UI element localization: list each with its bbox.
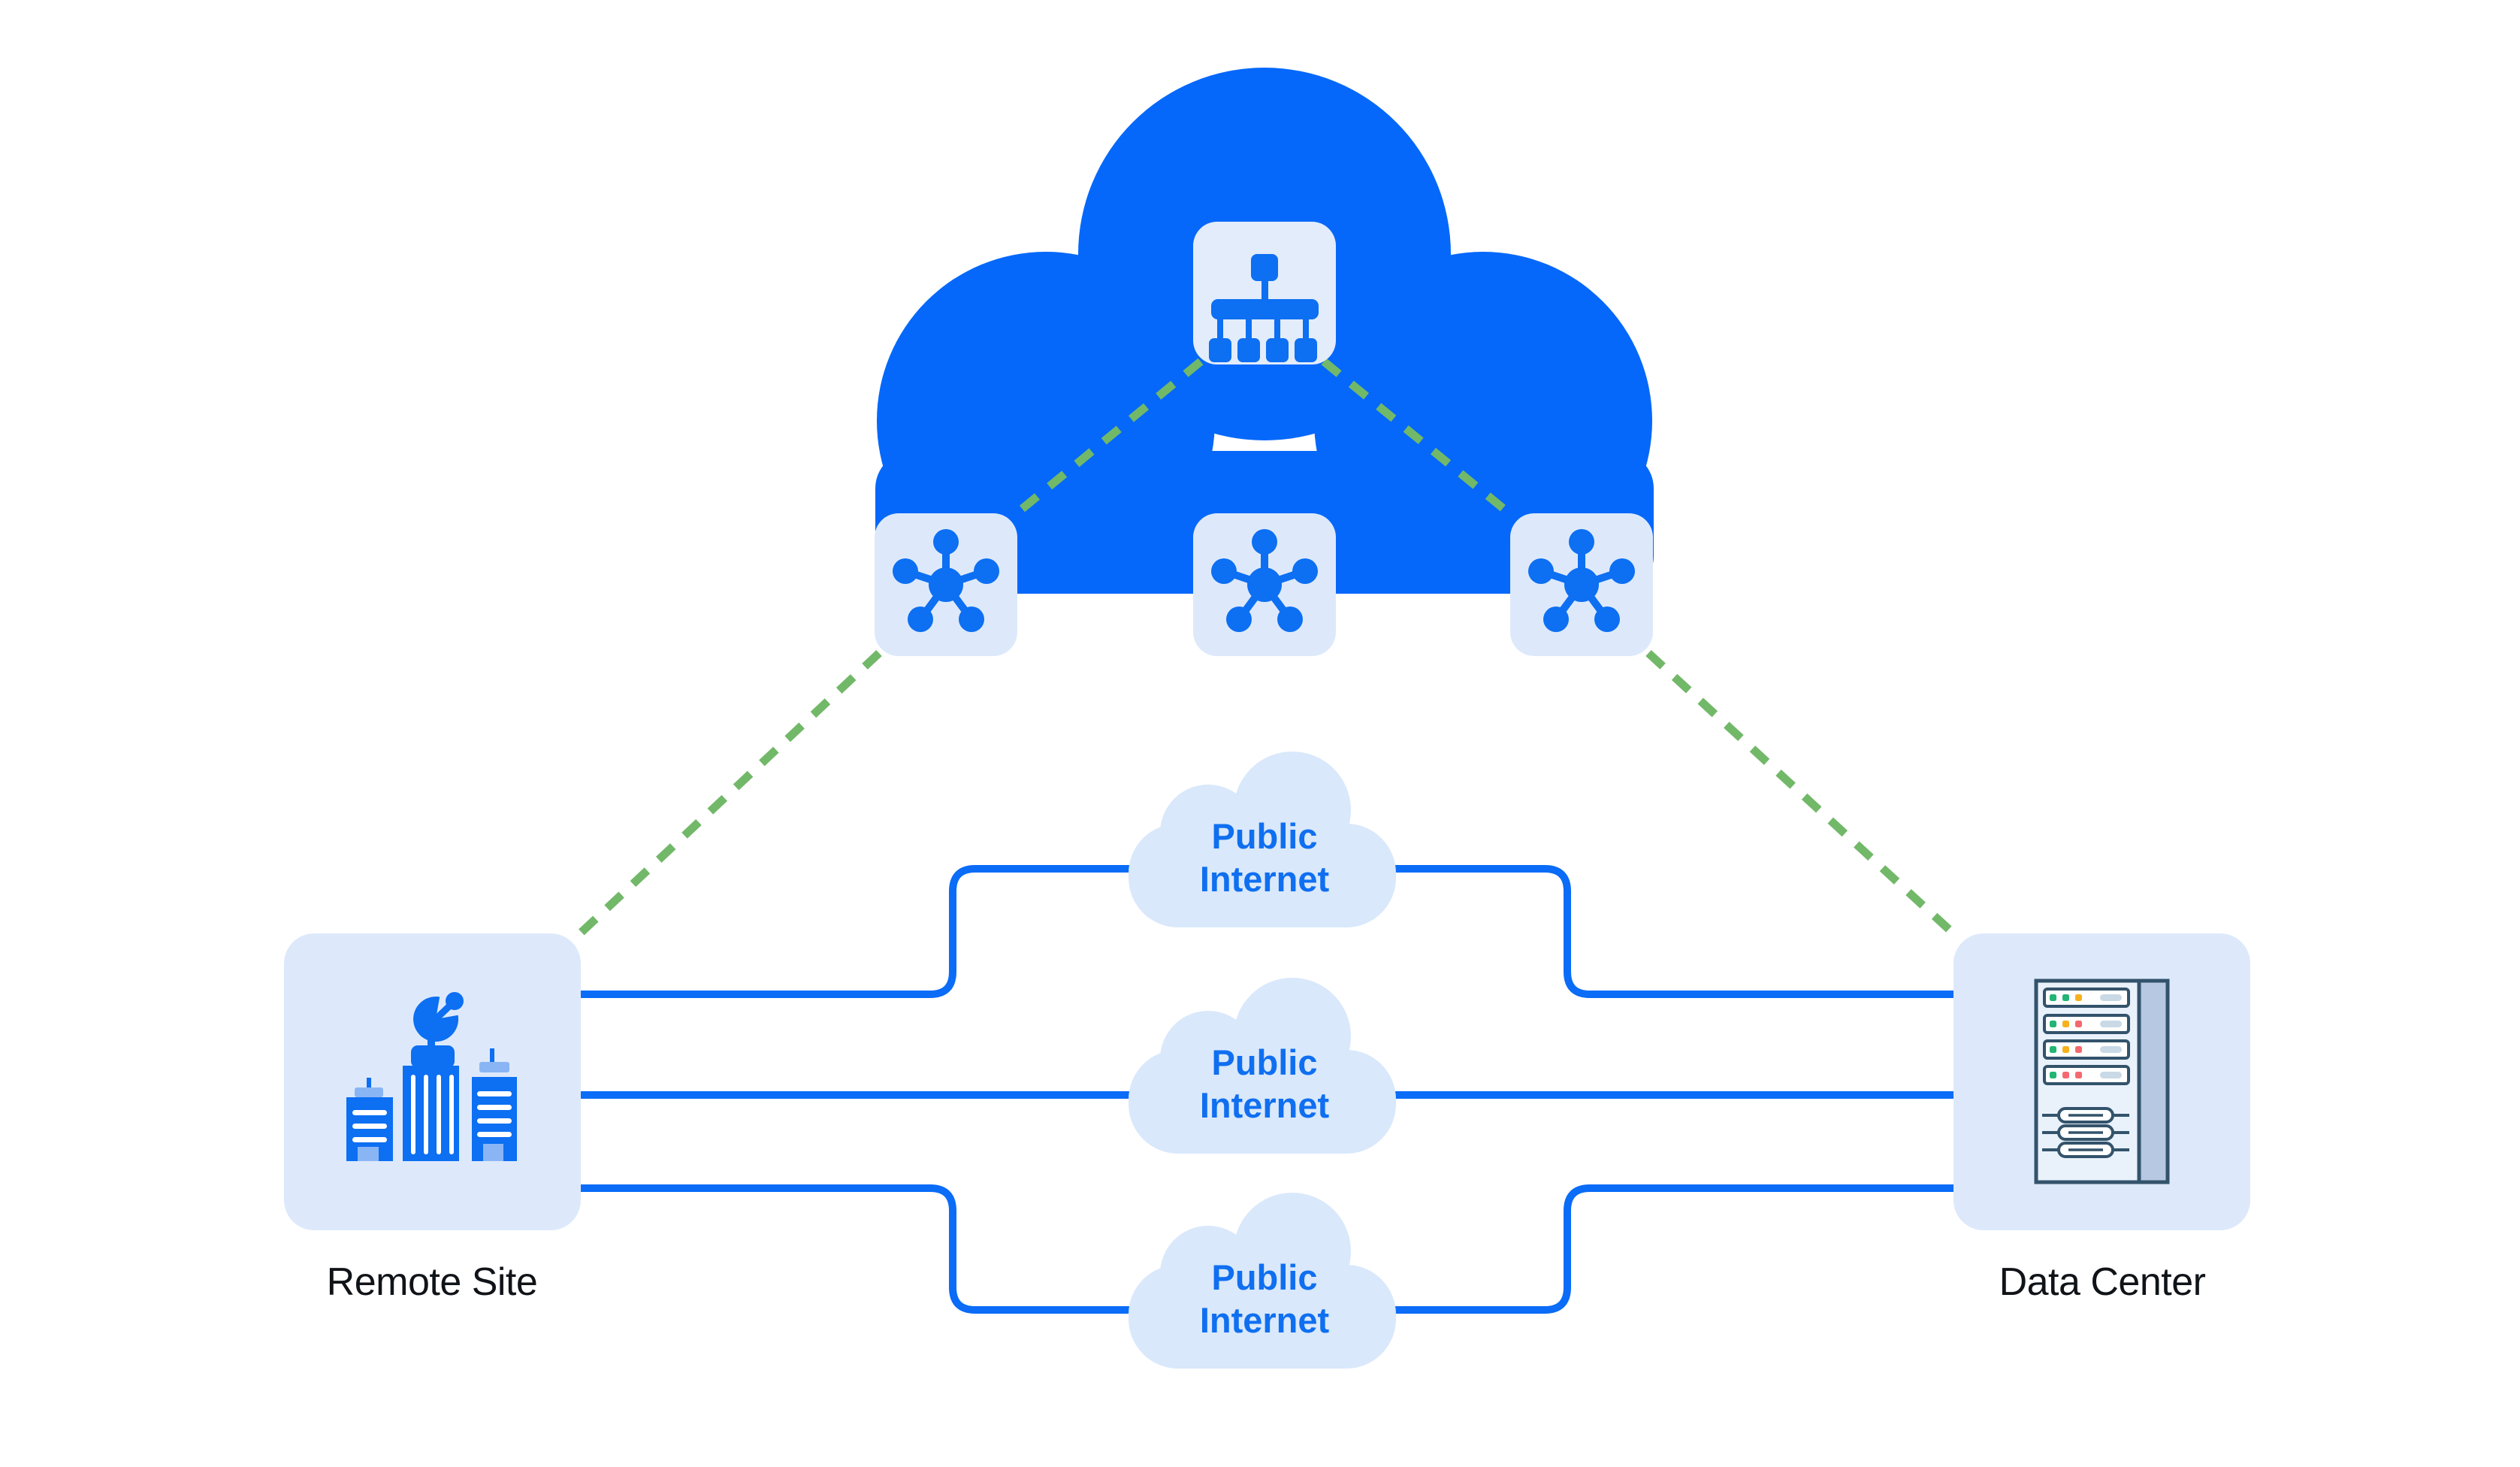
- hub-spoke-icon: [1211, 529, 1318, 632]
- data-center-box: [1953, 933, 2250, 1230]
- hub-node-right: [1510, 513, 1653, 656]
- public-internet-label-2: Public Internet: [1199, 1042, 1330, 1125]
- control-link-controller-hub-left: [1013, 358, 1204, 518]
- public-internet-cloud-3: [1129, 1193, 1396, 1369]
- public-internet-cloud-2: [1129, 978, 1396, 1154]
- control-link-hub-remote-site: [576, 649, 882, 939]
- control-link-controller-hub-right: [1321, 358, 1513, 518]
- data-center-label: Data Center: [1999, 1260, 2206, 1304]
- server-rack-icon: [2034, 979, 2170, 1184]
- server-leds: [2050, 994, 2082, 1078]
- remote-site-box: [284, 933, 581, 1230]
- network-tree-icon: [1209, 254, 1319, 362]
- hub-spoke-icon: [1528, 529, 1635, 632]
- public-internet-label-1: Public Internet: [1199, 816, 1330, 899]
- hub-spoke-icon: [893, 529, 999, 632]
- control-link-hub-data-center: [1645, 649, 1958, 939]
- controller-node: [1193, 222, 1336, 364]
- hub-node-center: [1193, 513, 1336, 656]
- hub-node-left: [875, 513, 1017, 656]
- public-internet-label-3: Public Internet: [1199, 1257, 1330, 1340]
- buildings-satellite-icon: [346, 992, 517, 1161]
- control-links: [576, 358, 1958, 939]
- public-internet-cloud-1: [1129, 752, 1396, 927]
- remote-site-label: Remote Site: [326, 1260, 538, 1304]
